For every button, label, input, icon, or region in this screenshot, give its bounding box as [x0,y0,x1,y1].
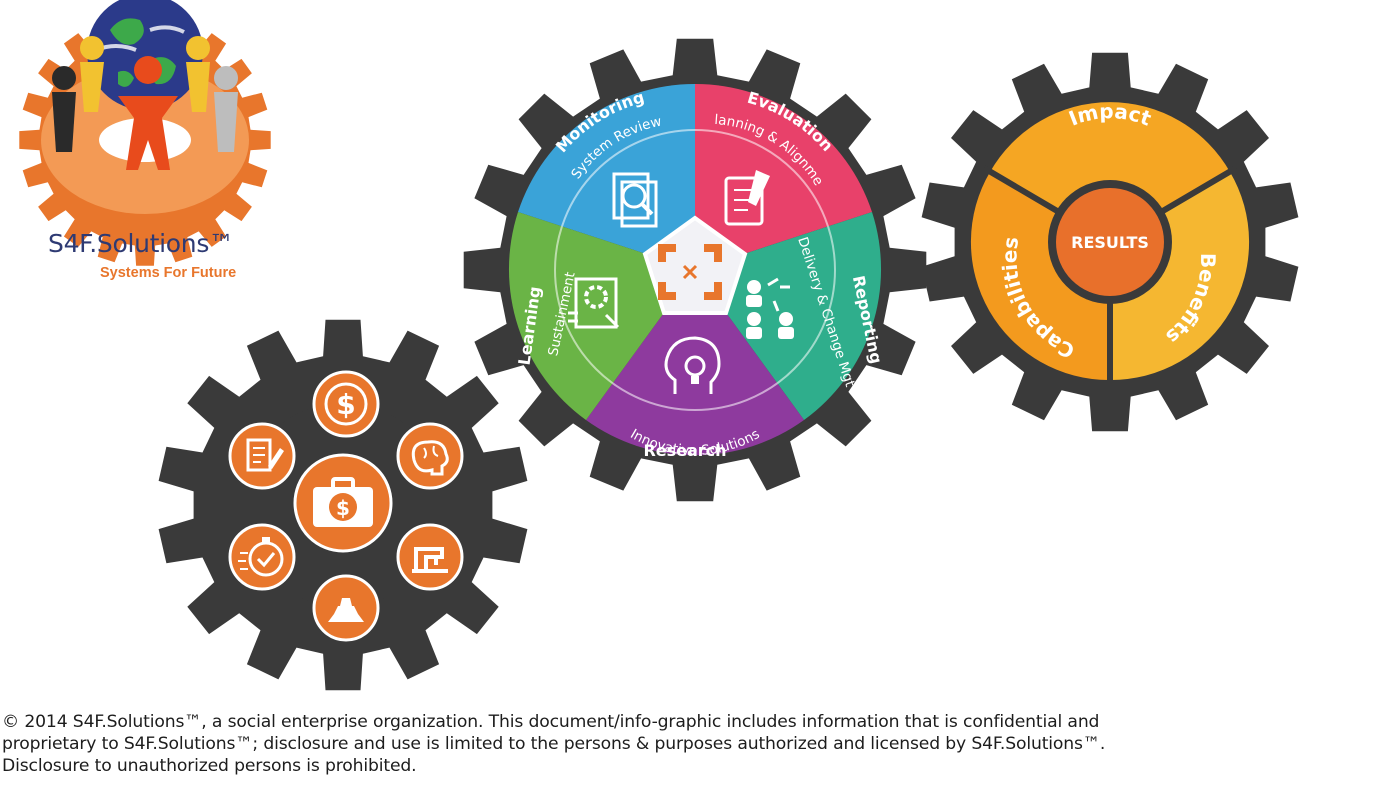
brand-name: S4F.Solutions™ [48,229,234,258]
results-center [1056,188,1164,296]
brand-logo [19,0,271,266]
infographic-canvas: $ [19,0,1299,691]
stopwatch-check-icon [228,523,296,591]
footer-line-2: proprietary to S4F.Solutions™; disclosur… [2,734,1106,754]
arrows-converge-icon [658,244,722,300]
money-briefcase-icon: $ [293,453,393,553]
results-label: RESULTS [1071,233,1149,252]
brain-icon [396,422,464,490]
right-gear: RESULTS Impact Benefits Capabilities [921,52,1299,432]
people-figures [52,36,238,170]
footer-line-3: Disclosure to unauthorized persons is pr… [2,756,417,776]
left-gear: $ [158,319,528,691]
building-blocks-icon [312,574,380,642]
svg-text:$: $ [336,496,350,520]
document-search-icon [612,172,658,228]
sewing-machine-icon [396,523,464,591]
segment-impact [990,102,1230,242]
clipboard-pen-icon [724,170,770,226]
gear-document-icon [568,277,620,329]
dollar-coin-icon: $ [312,370,380,438]
head-lightbulb-icon [664,336,721,394]
segment-ring-divider [554,129,836,411]
document-edit-icon [228,422,296,490]
segment-research-title: Research [643,441,726,460]
svg-text:$: $ [336,388,355,421]
team-chart-icon [746,277,794,339]
footer-line-1: © 2014 S4F.Solutions™, a social enterpri… [2,712,1100,732]
copyright-footer: © 2014 S4F.Solutions™, a social enterpri… [2,711,1398,777]
brand-tagline: Systems For Future [100,265,237,281]
segment-research [586,270,804,456]
segment-research-wedge [586,270,804,456]
